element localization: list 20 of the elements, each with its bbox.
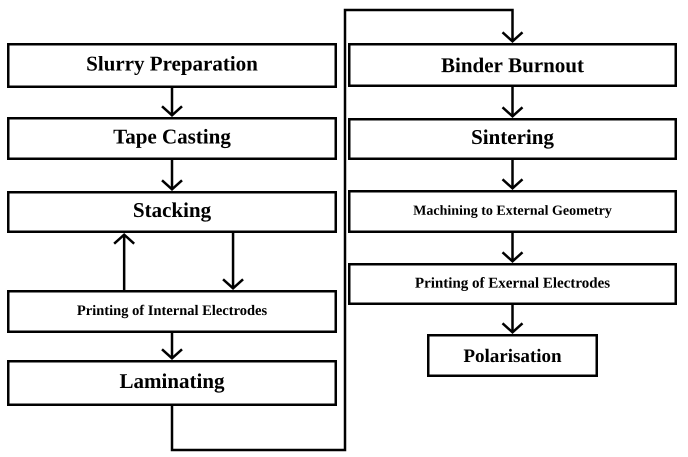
- process-box: Tape Casting: [7, 117, 337, 160]
- process-box: Machining to External Geometry: [348, 190, 677, 233]
- arrow: [161, 160, 183, 191]
- process-box: Laminating: [7, 360, 337, 406]
- arrow: [502, 160, 524, 190]
- arrow: [502, 304, 524, 334]
- arrow: [222, 233, 244, 290]
- process-box: Printing of Exernal Electrodes: [348, 263, 677, 305]
- process-box: Polarisation: [427, 334, 598, 377]
- process-box: Binder Burnout: [348, 43, 677, 87]
- arrow: [113, 232, 135, 290]
- process-box: Slurry Preparation: [7, 43, 337, 88]
- process-box: Sintering: [348, 118, 677, 160]
- arrow: [502, 87, 524, 118]
- arrow: [161, 88, 183, 117]
- arrow: [161, 332, 183, 360]
- arrow: [170, 8, 524, 452]
- process-box: Stacking: [7, 191, 337, 233]
- process-box: Printing of Internal Electrodes: [7, 290, 337, 333]
- arrow: [502, 233, 524, 263]
